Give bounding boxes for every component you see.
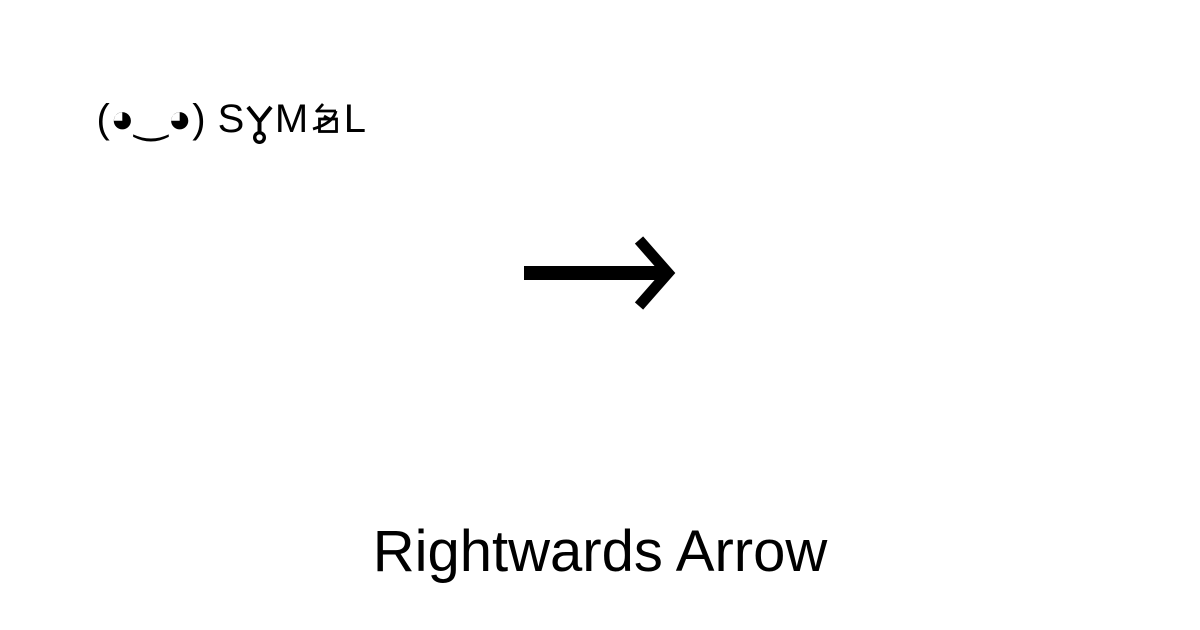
rightwards-arrow-symbol (524, 236, 677, 310)
logo-ming-cjk-glyph (312, 103, 338, 133)
symbol-name-title: Rightwards Arrow (372, 519, 828, 584)
logo-y-with-loop-glyph (246, 105, 273, 144)
symbl-logo: (◕‿◕) S M L (50, 59, 366, 184)
rightwards-arrow-glyph (524, 236, 676, 310)
logo-l-text: L (343, 97, 367, 141)
logo-face-and-s-text: (◕‿◕) S (96, 97, 245, 141)
logo-m-text: M (274, 97, 309, 141)
